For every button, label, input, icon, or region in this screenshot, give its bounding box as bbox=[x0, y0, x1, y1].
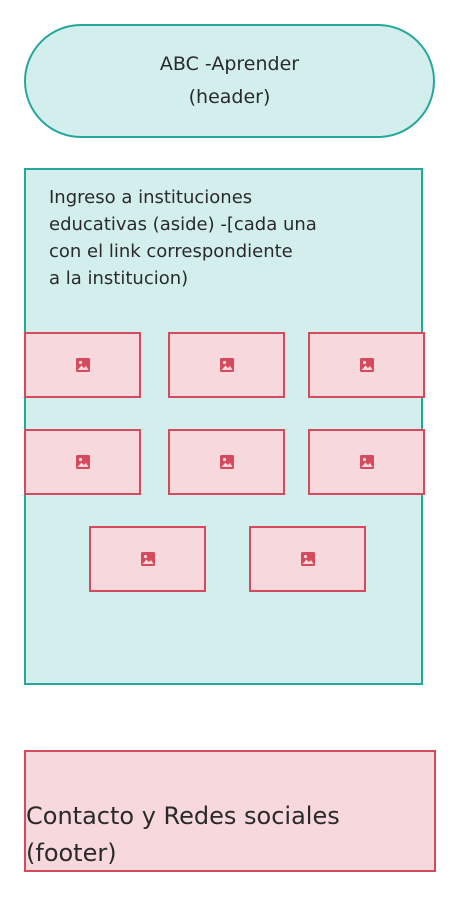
institution-image-placeholder[interactable] bbox=[24, 332, 141, 398]
header-box: ABC -Aprender (header) bbox=[24, 24, 435, 138]
institution-image-placeholder[interactable] bbox=[89, 526, 206, 592]
header-label: ABC -Aprender (header) bbox=[159, 53, 300, 108]
institution-image-placeholder[interactable] bbox=[249, 526, 366, 592]
institution-image-placeholder[interactable] bbox=[308, 332, 425, 398]
institution-image-placeholder[interactable] bbox=[168, 332, 285, 398]
aside-box: Ingreso a instituciones educativas (asid… bbox=[24, 168, 425, 685]
image-icon bbox=[219, 358, 234, 372]
image-icon bbox=[300, 552, 315, 566]
institution-image-placeholder[interactable] bbox=[308, 429, 425, 495]
image-icon bbox=[140, 552, 155, 566]
image-icon bbox=[219, 455, 234, 469]
footer-label: Contacto y Redes sociales (footer) bbox=[26, 802, 340, 867]
image-icon bbox=[75, 358, 90, 372]
image-icon bbox=[75, 455, 90, 469]
image-icon bbox=[359, 358, 374, 372]
aside-label: Ingreso a instituciones educativas (asid… bbox=[49, 187, 317, 289]
footer-box: Contacto y Redes sociales (footer) bbox=[24, 750, 436, 872]
image-icon bbox=[359, 455, 374, 469]
institution-image-placeholder[interactable] bbox=[168, 429, 285, 495]
institution-image-placeholder[interactable] bbox=[24, 429, 141, 495]
